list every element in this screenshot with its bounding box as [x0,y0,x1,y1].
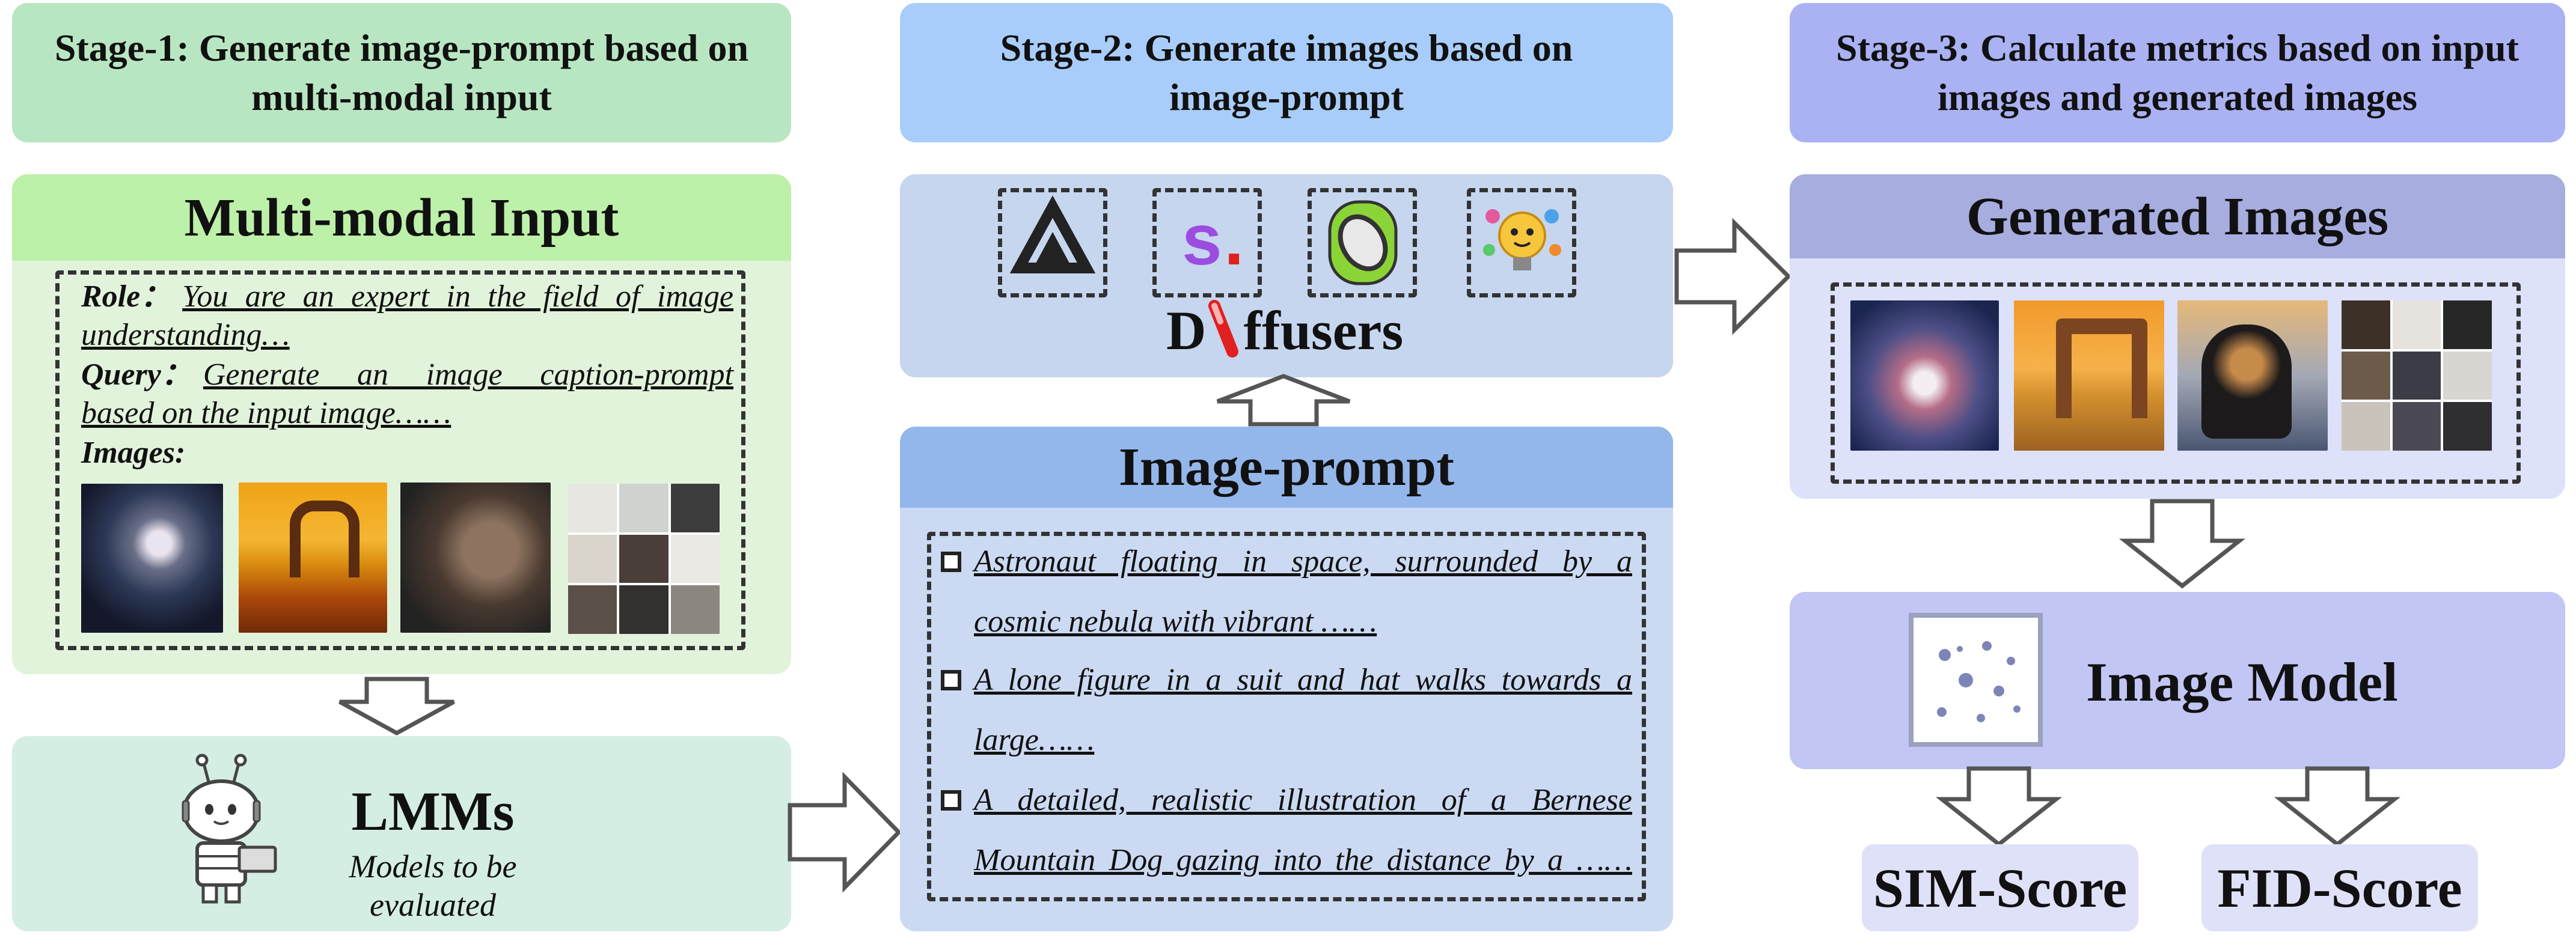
prompt-1-line1: Astronaut floating in space, surrounded … [974,544,1632,579]
diffusers-panel [900,174,1673,377]
prompt-3-line1: A detailed, realistic illustration of a … [974,783,1632,817]
arrow-right-to-generated [1674,218,1791,335]
stage-1-header: Stage-1: Generate image-prompt based on … [12,3,791,142]
stage-1-title-line1: Stage-1: Generate image-prompt based on [54,26,749,69]
input-image-astronaut [81,484,223,633]
lmms-panel [12,736,791,931]
prompt-1-line2: cosmic nebula with vibrant …… [974,604,1377,639]
role-label: Role： [81,279,172,314]
model-logo-2: s . [1152,188,1262,297]
prompt-2-line1: A lone figure in a suit and hat walks to… [974,663,1632,697]
image-prompt-title: Image-prompt [900,427,1673,508]
stage-1-title-line2: multi-modal input [251,76,552,118]
prompt-checkbox-3 [941,790,961,811]
stage-3-title-line1: Stage-3: Calculate metrics based on inpu… [1836,26,2519,69]
input-image-dog [400,483,551,633]
prompt-2-line2: large…… [974,723,1095,757]
images-label: Images: [81,436,186,470]
input-image-arch [239,483,387,633]
role-text-line1: You are an expert in the field of image [182,279,733,314]
query-text-line2: based on the input image…… [81,396,451,430]
model-logo-3 [1308,188,1417,297]
generated-image-arch [2014,300,2164,451]
multimodal-input-title: Multi-modal Input [12,174,791,261]
multimodal-input-box [55,270,745,650]
model-logo-1 [998,188,1107,297]
model-logo-2-dot: . [1224,199,1244,280]
arrow-down-to-sim [1935,766,2063,847]
stage-2-title-line2: image-prompt [1169,76,1404,118]
diffusers-label: D ffusers [1166,297,1455,370]
generated-image-mosaic [2342,300,2492,451]
stage-3-title-line2: images and generated images [1937,76,2418,118]
generated-images-title: Generated Images [1790,174,2565,258]
role-text-line2: understanding… [81,318,290,352]
prompt-checkbox-2 [941,670,961,690]
diffusers-label-prefix: D [1166,300,1207,361]
generated-images-box [1831,282,2521,484]
prompt-3-line2: Mountain Dog gazing into the distance by… [974,843,1632,877]
stage-2-title-line1: Stage-2: Generate images based on [1000,26,1573,69]
image-model-title: Image Model [2086,651,2398,713]
diffusers-icon [1206,300,1243,358]
model-logo-2-letter: s [1182,199,1222,280]
scatter-icon [1909,613,2043,747]
query-label: Query： [81,358,192,392]
arrow-down-to-image-model [2119,499,2246,589]
image-prompt-box [927,532,1646,901]
arrow-down-to-lmms [338,677,455,735]
image-prompt-panel: Image-prompt [900,427,1673,931]
prompt-checkbox-1 [941,552,961,572]
robot-icon [182,754,277,904]
diffusers-label-suffix: ffusers [1243,300,1404,361]
arrow-down-to-fid [2274,766,2401,847]
model-logo-4 [1467,188,1576,297]
fid-score-box: FID-Score [2201,844,2478,931]
query-text-line1: Generate an image caption-prompt [203,358,733,392]
role-text: Role： You are an expert in the field of … [81,278,733,472]
generated-image-dog [2177,300,2328,451]
stage-2-header: Stage-2: Generate images based on image-… [900,3,1673,142]
generated-image-astronaut [1850,300,1999,451]
lmms-subtitle: Models to be evaluated [349,848,517,923]
input-image-mosaic [568,484,720,634]
sim-score-box: SIM-Score [1862,844,2138,931]
stage-3-header: Stage-3: Calculate metrics based on inpu… [1790,3,2565,142]
arrow-up-to-diffusers [1216,374,1351,427]
lmms-title: LMMs [351,781,515,842]
arrow-right-to-image-prompt [788,772,902,893]
